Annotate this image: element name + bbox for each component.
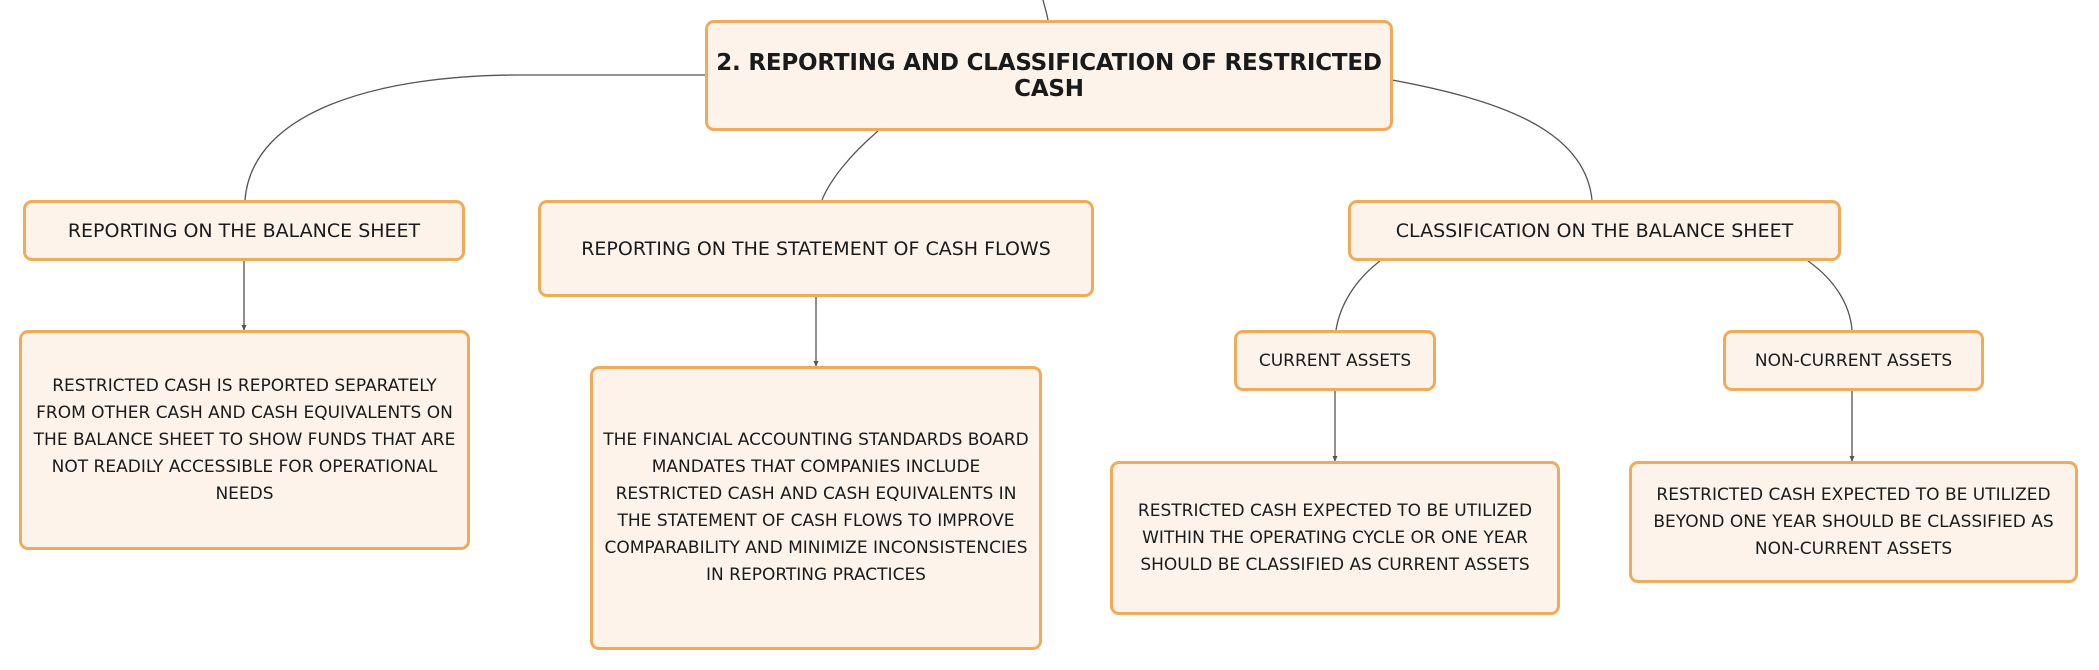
balance-sheet-reporting-label: REPORTING ON THE BALANCE SHEET (67, 219, 421, 242)
connector-root-to-cash-flows-reporting (821, 130, 879, 201)
arrowhead (1849, 456, 1855, 462)
cash-flows-reporting-detail-text: THE FINANCIAL ACCOUNTING STANDARDS BOARD… (603, 430, 1029, 585)
root-node[interactable]: 2. REPORTING AND CLASSIFICATION OF RESTR… (705, 20, 1393, 131)
root-node-label: 2. REPORTING AND CLASSIFICATION OF RESTR… (716, 49, 1382, 102)
arrowhead (1332, 456, 1338, 462)
connector-classification-to-current-assets (1335, 260, 1381, 331)
current-assets-detail-node[interactable]: RESTRICTED CASH EXPECTED TO BE UTILIZED … (1110, 461, 1560, 615)
balance-sheet-reporting-detail-node[interactable]: RESTRICTED CASH IS REPORTED SEPARATELY F… (19, 330, 470, 550)
connector-parent-to-root (1042, 0, 1049, 21)
cash-flows-reporting-label: REPORTING ON THE STATEMENT OF CASH FLOWS (581, 237, 1051, 260)
cash-flows-reporting-node[interactable]: REPORTING ON THE STATEMENT OF CASH FLOWS (538, 200, 1094, 297)
current-assets-label: CURRENT ASSETS (1258, 350, 1412, 371)
connector-root-to-balance-sheet-classification (1391, 79, 1593, 201)
current-assets-node[interactable]: CURRENT ASSETS (1234, 330, 1436, 391)
balance-sheet-classification-node[interactable]: CLASSIFICATION ON THE BALANCE SHEET (1348, 200, 1841, 261)
connector-classification-to-non-current-assets (1807, 260, 1853, 331)
non-current-assets-label: NON-CURRENT ASSETS (1754, 350, 1953, 371)
non-current-assets-node[interactable]: NON-CURRENT ASSETS (1723, 330, 1984, 391)
non-current-assets-detail-text: RESTRICTED CASH EXPECTED TO BE UTILIZED … (1653, 484, 2054, 559)
balance-sheet-reporting-detail-text: RESTRICTED CASH IS REPORTED SEPARATELY F… (33, 375, 456, 504)
connector-root-to-balance-sheet-reporting (244, 74, 706, 201)
balance-sheet-reporting-node[interactable]: REPORTING ON THE BALANCE SHEET (23, 200, 465, 261)
cash-flows-reporting-detail-node[interactable]: THE FINANCIAL ACCOUNTING STANDARDS BOARD… (590, 366, 1042, 650)
arrowhead (241, 325, 247, 331)
current-assets-detail-text: RESTRICTED CASH EXPECTED TO BE UTILIZED … (1137, 500, 1533, 575)
arrowhead (813, 361, 819, 367)
non-current-assets-detail-node[interactable]: RESTRICTED CASH EXPECTED TO BE UTILIZED … (1629, 461, 2078, 583)
balance-sheet-classification-label: CLASSIFICATION ON THE BALANCE SHEET (1395, 219, 1794, 242)
